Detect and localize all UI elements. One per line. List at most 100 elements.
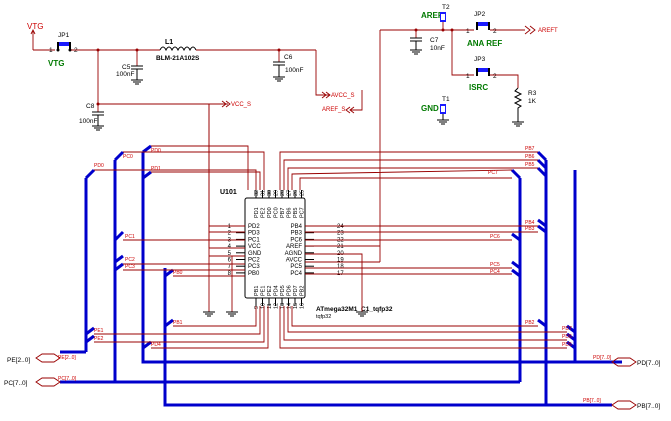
bus-entries-bottom [85,318,576,350]
t1-label: GND [421,104,439,113]
net-labels: PD0 PC0 PD0 PD1 PB7 PB6 PB5 PC7 PB4 PB3 … [94,146,572,348]
jp3-pin2: 2 [493,73,497,80]
pc-bus-label: PC[7..0] [58,376,77,382]
u101-right-pin-name: PB3 [291,231,303,237]
u101-right-pin-number: 23 [337,231,344,237]
c8-ref: C8 [86,103,95,110]
u101-left-pin-number: 2 [228,231,232,237]
pb-bus-label: PB[7..0] [583,398,601,404]
avcc-s-wire [315,50,330,96]
pc-port-label: PC[7..0] [4,380,28,387]
net-label-pb2: PB2 [525,320,535,326]
u101-top-pin-name: PB5 [293,208,299,218]
vcc-s-arrow [221,100,231,108]
vtg-arrow [30,28,36,35]
net-label-pd1: PD1 [151,166,161,172]
t1-testpoint [440,104,446,114]
u101-right-pin-name: PC5 [290,264,302,270]
u101-left-pin-number: 6 [228,258,232,264]
u101-bottom-pin-name: PB1 [254,286,260,296]
net-label-pb5: PB5 [525,162,535,168]
u101-bottom-pin-name: PE1 [261,286,267,296]
u101-left-pin-name: PC3 [248,264,260,270]
jp3-ref: JP3 [474,56,486,63]
avcc-s-label: AVCC_S [331,93,355,99]
u101-right-pin-name: AGND [285,251,303,257]
c5-capacitor [131,65,143,70]
u101-bottom-pin-name: PE2 [267,286,273,296]
bus-entries-left [84,144,174,278]
vtg-label: VTG [27,22,43,31]
u101-ref: U101 [220,189,237,196]
u101-top-pin-name: PC0 [274,207,280,218]
bus-pb [163,268,612,407]
net-label-pd4: PD4 [151,342,161,348]
avcc-s-arrow [321,91,331,99]
jp2-jumper [476,22,490,30]
t1-ref: T1 [442,96,450,103]
u101-right-pin-number: 19 [337,258,344,264]
u101-bottom-pin-name: PB2 [300,286,306,296]
jp3-label: ISRC [469,83,488,92]
r3-wire [490,74,519,88]
net-label-pc7: PC7 [488,170,498,176]
areft-arrow [524,25,536,35]
u101-right-pin-name: AREF [286,244,302,250]
u101-right-pin-name: PB4 [291,224,303,230]
net-wires [94,104,567,349]
u101-left-pin-name: PB0 [248,271,260,277]
c7-value: 10nF [430,45,445,52]
aref-s-label: AREF_S [322,107,345,113]
r3-ref: R3 [528,90,537,97]
jp3-pin1: 1 [466,73,470,80]
u101-agnd-icon [356,311,368,317]
pd-bus-label: PD[7..0] [593,355,612,361]
u101-bottom-pin-number: 9 [254,306,260,309]
pc-port-icon [35,377,61,387]
u101-top-pin-name: PB6 [287,208,293,218]
u101-right-pin-name: PC4 [290,271,302,277]
u101-gnd-icon [226,311,238,317]
l1-inductor [159,46,197,52]
u101-bottom-pin-number: 16 [300,303,306,309]
pe-bus-label: PE[2..0] [58,355,76,361]
u101-left-pin-name: PD2 [248,224,260,230]
net-label-pb6: PB6 [525,154,535,160]
u101-right-pin-number: 21 [337,244,344,250]
c7-ground-icon [410,41,422,55]
pd-port-icon [611,357,637,367]
u101-bottom-pin-number: 10 [261,303,267,309]
net-label-pd5: PD5 [562,342,572,348]
net-label-pc2: PC2 [125,257,135,263]
u101-right-pin-number: 18 [337,264,344,270]
u101-right-pin-name: AVCC [286,258,303,264]
u101-top-pin-name: PC7 [300,207,306,218]
u101-bottom-pin-number: 11 [267,303,273,309]
u101-bottom-pin-number: 15 [293,303,299,309]
u101-left-pin-number: 1 [228,224,232,230]
net-label-pc0: PC0 [123,154,133,160]
u101-left-pin-number: 5 [228,251,232,257]
u101-top-pin-name: PD1 [254,207,260,218]
t2-label: AREF [421,11,443,20]
u101-top-pin-number: 27 [287,190,293,196]
c6-value: 100nF [285,67,303,74]
net-label-pd7: PD7 [562,326,572,332]
u101-right-pin-number: 24 [337,224,344,230]
bus-pd [141,152,622,364]
u101-top-pin-name: PD0 [267,207,273,218]
jp2-ref: JP2 [474,11,486,18]
net-label-pd0: PD0 [94,163,104,169]
net-label-pb7: PB7 [525,146,535,152]
jp2-pin1: 1 [466,28,470,35]
vcc-gnd-icon [203,311,215,317]
u101-top-pin-number: 28 [280,190,286,196]
c5-value: 100nF [116,71,134,78]
r3-ground-icon [512,121,524,127]
pe-port-icon [35,353,61,363]
u101-left-pin-number: 4 [228,244,232,250]
u101-bottom-pin-name: PD4 [274,285,280,296]
u101-bottom-pin-name: PD6 [287,285,293,296]
vtg-green-label: VTG [48,59,64,68]
net-label-pe2: PE2 [94,336,104,342]
